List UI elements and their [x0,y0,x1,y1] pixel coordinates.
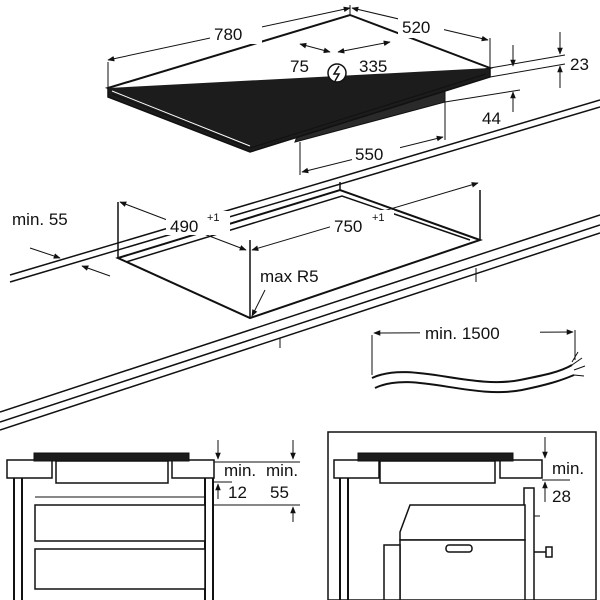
drawer-installation: min. 12 min. 55 [6,440,300,600]
oven-installation: min. 28 [327,431,597,600]
cable-length-label: min. 1500 [425,324,500,343]
worktop-cutout-drawing: 490 +1 750 +1 min. 55 max R5 [0,99,600,431]
hob-thickness-label: 23 [570,55,589,74]
hob-width-label: 780 [214,25,242,44]
drawer-gap-value-2: 55 [270,483,289,502]
front-clearance-label: min. 55 [12,210,68,229]
oven-panel-frame [327,431,597,600]
hob-depth-label: 520 [402,18,430,37]
cutout-depth-tolerance: +1 [207,212,220,224]
drawer-gap-label-2: min. [266,461,298,480]
hob-body-depth-label: 44 [482,109,501,128]
corner-radius-label: max R5 [260,267,319,286]
oven-gap-value: 28 [552,487,571,506]
drawer-hob-glass [33,452,190,462]
cable-offset-label: 75 [290,57,309,76]
drawer-1 [34,504,206,542]
cable-drawing: min. 1500 [371,320,586,394]
cutout-width-label: 750 [334,217,362,236]
oven-body [399,504,526,541]
drawer-gap-value-1: 12 [228,483,247,502]
hob-glass-edge [107,68,491,153]
hob-body-width-label: 550 [355,145,383,164]
hob-frame [111,90,251,147]
drawer-gap-label-1: min. [224,461,256,480]
cutout-depth-label: 490 [170,217,198,236]
hob-drawing: 780 520 23 44 550 75 335 [104,5,589,175]
drawer-2 [34,548,206,590]
oven-gap-label: min. [552,459,584,478]
power-cable [371,364,573,384]
cutout-width-tolerance: +1 [372,212,385,224]
power-connection-icon [327,63,347,83]
oven-hob-glass [357,452,514,462]
cable-position-label: 335 [359,57,387,76]
